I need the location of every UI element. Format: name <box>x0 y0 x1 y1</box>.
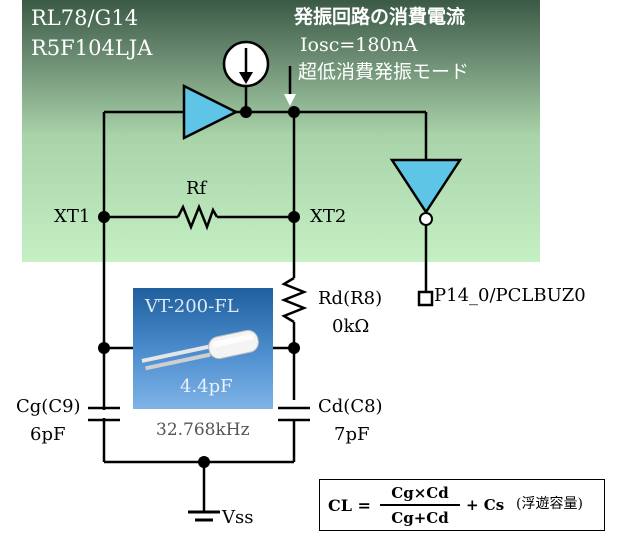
crystal-lead-icon <box>141 344 211 363</box>
junction-dot <box>240 106 252 118</box>
formula-numerator: Cg×Cd <box>391 484 449 502</box>
oscillation-current-value: Iosc=180nA <box>300 34 418 56</box>
inverter-bubble-icon <box>419 212 433 226</box>
formula-plus-term: + Cs <box>466 496 505 514</box>
junction-dot <box>288 342 300 354</box>
junction-dot <box>98 342 110 354</box>
crystal-model-label: VT-200-FL <box>145 296 239 317</box>
formula-lhs: CL = <box>328 496 371 515</box>
chip-part-number-label: R5F104LJA <box>31 36 153 60</box>
junction-dot <box>198 456 210 468</box>
oscillation-mode-label: 超低消費発振モード <box>298 61 470 83</box>
output-buffer-icon <box>389 158 463 215</box>
vss-label: Vss <box>222 507 254 528</box>
rf-label: Rf <box>186 178 207 199</box>
cd-name-label: Cd(C8) <box>318 396 383 417</box>
crystal-capacitance-label: 4.4pF <box>180 376 233 397</box>
formula-denominator: Cg+Cd <box>391 509 449 527</box>
formula-fraction-line <box>380 504 460 506</box>
current-arrow-icon <box>284 94 296 106</box>
xt2-pin-label: XT2 <box>310 206 347 227</box>
rd-name-label: Rd(R8) <box>318 288 383 309</box>
crystal-component-icon <box>141 329 259 371</box>
crystal-frequency-label: 32.768kHz <box>156 420 250 440</box>
junction-dot <box>288 106 300 118</box>
oscillator-inverter-icon <box>182 83 239 141</box>
xt1-pin-label: XT1 <box>54 206 91 227</box>
cg-name-label: Cg(C9) <box>16 396 81 417</box>
rd-value-label: 0kΩ <box>332 316 370 337</box>
formula-stray-note: (浮遊容量) <box>516 496 583 512</box>
junction-dot <box>98 211 110 223</box>
load-capacitance-formula: CL = Cg×Cd Cg+Cd + Cs (浮遊容量) <box>319 479 605 531</box>
output-pin-label: P14_0/PCLBUZ0 <box>434 285 586 306</box>
cg-value-label: 6pF <box>30 424 66 445</box>
chip-model-label: RL78/G14 <box>31 6 139 30</box>
crystal-lead-icon <box>145 352 211 371</box>
cd-value-label: 7pF <box>334 424 370 445</box>
output-pin-icon <box>417 290 434 307</box>
junction-dot <box>288 211 300 223</box>
oscillation-current-title: 発振回路の消費電流 <box>294 6 466 28</box>
